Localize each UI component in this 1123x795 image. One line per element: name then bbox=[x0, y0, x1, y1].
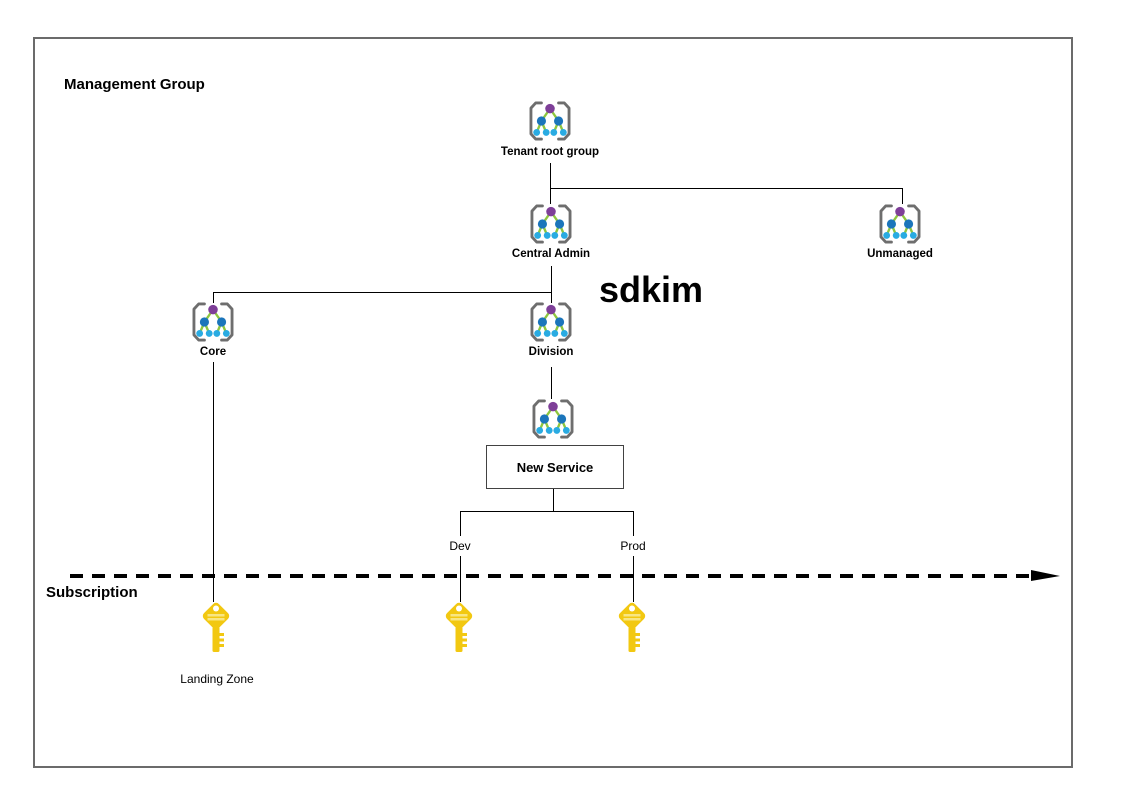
management-group-icon bbox=[529, 101, 571, 141]
annotation-sdkim: sdkim bbox=[599, 269, 704, 310]
connector-line bbox=[550, 163, 551, 204]
node-new-service-label: New Service bbox=[516, 459, 594, 475]
node-tenant-root-group-label: Tenant root group bbox=[500, 146, 600, 158]
node-division-label: Division bbox=[528, 346, 574, 358]
management-group-section-label: Management Group bbox=[64, 76, 205, 93]
node-unmanaged-label: Unmanaged bbox=[867, 248, 933, 260]
connector-line bbox=[551, 266, 552, 303]
connector-line bbox=[551, 367, 552, 399]
subscription-key-icon bbox=[618, 602, 646, 652]
subscription-boundary-dashed-line bbox=[70, 570, 1060, 581]
node-prod-label: Prod bbox=[620, 539, 646, 553]
connector-line bbox=[633, 556, 634, 602]
subscription-section-label: Subscription bbox=[46, 584, 138, 601]
management-group-icon bbox=[530, 204, 572, 244]
node-dev-label: Dev bbox=[449, 539, 471, 553]
connector-line bbox=[460, 511, 633, 512]
node-new-service-box: New Service bbox=[486, 445, 624, 489]
connector-line bbox=[633, 511, 634, 536]
subscription-key-icon bbox=[445, 602, 473, 652]
connector-line bbox=[460, 511, 461, 536]
connector-line bbox=[213, 362, 214, 602]
management-group-icon bbox=[879, 204, 921, 244]
connector-line bbox=[550, 188, 903, 189]
management-group-icon bbox=[192, 302, 234, 342]
connector-line bbox=[213, 292, 552, 293]
subscription-landing-zone-label: Landing Zone bbox=[180, 672, 254, 686]
management-group-icon bbox=[532, 399, 574, 439]
node-central-admin-label: Central Admin bbox=[511, 248, 591, 260]
connector-line bbox=[553, 487, 554, 511]
connector-line bbox=[902, 188, 903, 204]
subscription-key-icon bbox=[202, 602, 230, 652]
connector-line bbox=[213, 292, 214, 303]
connector-line bbox=[460, 556, 461, 602]
management-group-icon bbox=[530, 302, 572, 342]
node-core-label: Core bbox=[199, 346, 227, 358]
